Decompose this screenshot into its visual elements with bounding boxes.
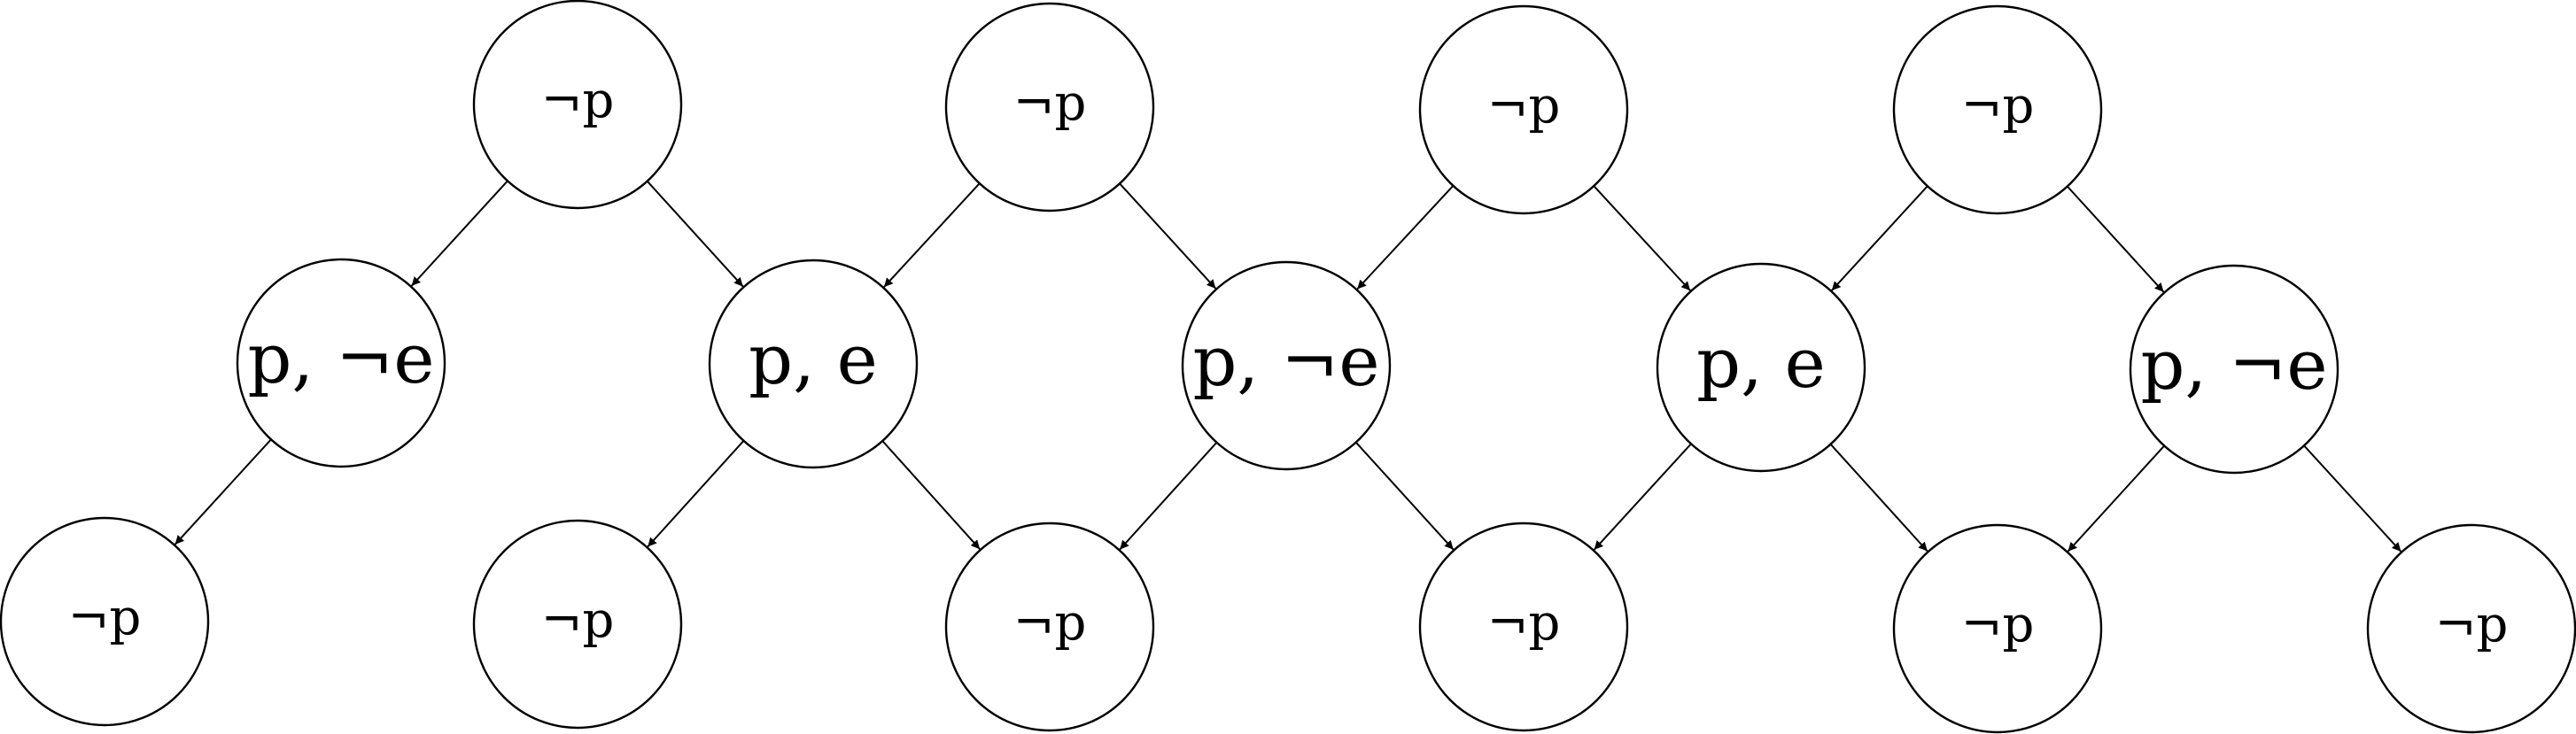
- edge-arrow-top-1-to-mid-2: [646, 180, 744, 288]
- edges-layer: [174, 180, 2402, 552]
- node-top-2: ¬p: [944, 2, 1155, 212]
- node-circle: [1418, 4, 1629, 215]
- node-bot-6: ¬p: [2366, 523, 2576, 734]
- node-label: ¬p: [1487, 78, 1561, 135]
- edge-arrow-top-2-to-mid-2: [883, 182, 981, 288]
- node-top-4: ¬p: [1892, 4, 2103, 215]
- edge-arrow-mid-3-to-bot-3: [1119, 442, 1218, 551]
- node-bot-1: ¬p: [0, 516, 210, 727]
- node-circle: [2366, 523, 2576, 734]
- node-bot-5: ¬p: [1892, 523, 2103, 734]
- node-mid-2: p, e: [708, 259, 919, 469]
- edge-arrow-top-3-to-mid-3: [1356, 185, 1455, 290]
- node-label: ¬p: [541, 592, 615, 650]
- node-bot-3: ¬p: [944, 522, 1155, 732]
- node-mid-3: p, ¬e: [1181, 260, 1392, 471]
- node-circle: [944, 522, 1155, 732]
- node-circle: [236, 258, 446, 468]
- node-top-1: ¬p: [472, 0, 683, 210]
- edge-arrow-mid-5-to-bot-5: [2067, 444, 2165, 552]
- node-circle: [472, 519, 683, 730]
- node-mid-1: p, ¬e: [236, 258, 446, 468]
- node-circle: [1181, 260, 1392, 471]
- node-circle: [472, 0, 683, 210]
- edge-arrow-mid-3-to-bot-4: [1354, 441, 1455, 551]
- edge-arrow-mid-4-to-bot-4: [1593, 443, 1692, 551]
- edge-arrow-top-3-to-mid-4: [1593, 185, 1691, 291]
- node-circle: [1656, 262, 1866, 473]
- node-circle: [0, 516, 210, 727]
- node-label: ¬p: [1487, 595, 1561, 653]
- node-label: p, ¬e: [2140, 326, 2327, 406]
- node-label: ¬p: [1013, 595, 1087, 653]
- node-bot-4: ¬p: [1418, 522, 1629, 732]
- node-circle: [1892, 4, 2103, 215]
- edge-arrow-top-1-to-mid-1: [410, 180, 508, 287]
- node-mid-5: p, ¬e: [2129, 264, 2339, 475]
- node-label: ¬p: [68, 590, 142, 647]
- node-circle: [944, 2, 1155, 212]
- node-label: ¬p: [541, 73, 615, 130]
- node-label: p, ¬e: [247, 320, 434, 399]
- edge-arrow-mid-1-to-bot-1: [174, 438, 272, 545]
- edge-arrow-top-2-to-mid-3: [1119, 182, 1217, 290]
- node-label: ¬p: [1961, 597, 2035, 654]
- edge-arrow-top-4-to-mid-5: [2067, 185, 2165, 293]
- node-mid-4: p, e: [1656, 262, 1866, 473]
- edge-arrow-top-4-to-mid-4: [1831, 185, 1928, 291]
- edge-arrow-mid-5-to-bot-6: [2303, 444, 2402, 552]
- node-label: p, ¬e: [1192, 322, 1379, 402]
- node-circle: [1892, 523, 2103, 734]
- edge-arrow-mid-4-to-bot-5: [1829, 444, 1928, 552]
- node-bot-2: ¬p: [472, 519, 683, 730]
- node-circle: [708, 259, 919, 469]
- node-label: ¬p: [1961, 78, 2035, 135]
- edge-arrow-mid-2-to-bot-3: [881, 440, 981, 550]
- edge-arrow-mid-2-to-bot-2: [647, 440, 745, 548]
- node-label: ¬p: [2435, 597, 2509, 654]
- node-top-3: ¬p: [1418, 4, 1629, 215]
- node-label: ¬p: [1013, 75, 1087, 133]
- node-label: p, e: [1696, 324, 1826, 404]
- node-label: p, e: [749, 321, 878, 400]
- node-circle: [1418, 522, 1629, 732]
- node-circle: [2129, 264, 2339, 475]
